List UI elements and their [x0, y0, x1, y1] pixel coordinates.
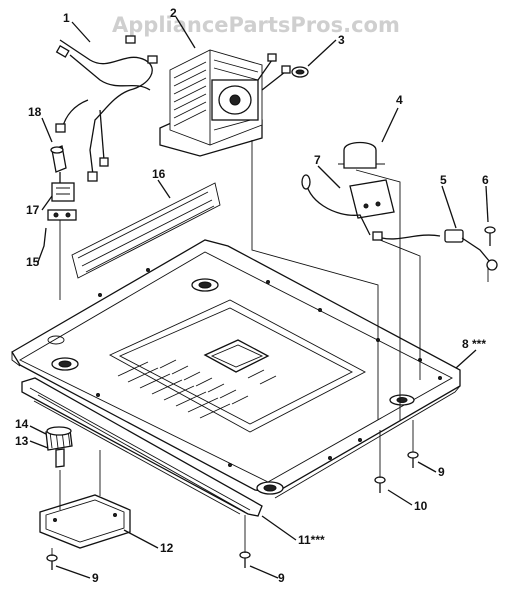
callout-9-right: 9	[438, 465, 445, 479]
callout-4: 4	[396, 93, 403, 107]
grommet	[291, 66, 309, 78]
callout-18: 18	[28, 105, 42, 119]
callout-labels: 1 2 3 4 5 6 7 8 *** 9 9 9 10 11*** 12 13…	[15, 6, 489, 585]
callout-17: 17	[26, 203, 40, 217]
watermark-text: AppliancePartsPros.com	[112, 13, 400, 37]
callout-14: 14	[15, 417, 29, 431]
insulation-strip	[71, 182, 221, 279]
diode	[381, 229, 498, 271]
capacitor-bracket	[338, 141, 385, 169]
wire-harness	[55, 35, 158, 182]
square-cutout	[203, 339, 270, 373]
callout-10: 10	[414, 499, 428, 513]
cover-plate	[39, 494, 131, 549]
callout-13: 13	[15, 434, 29, 448]
callout-15: 15	[26, 255, 40, 269]
callout-9-bottom: 9	[278, 571, 285, 585]
screw-6	[484, 226, 496, 246]
base-pan	[11, 239, 461, 499]
thermal-cutout-assembly	[47, 145, 77, 221]
callout-7: 7	[314, 153, 321, 167]
leveling-foot	[45, 426, 73, 468]
callout-9-left: 9	[92, 571, 99, 585]
callout-5: 5	[440, 173, 447, 187]
capacitor	[301, 174, 395, 241]
callout-6: 6	[482, 173, 489, 187]
screws	[46, 451, 419, 570]
front-rail	[21, 377, 263, 517]
transformer	[159, 49, 291, 157]
callout-8: 8 ***	[462, 337, 486, 351]
assembly-lines	[51, 140, 489, 556]
callout-12: 12	[160, 541, 174, 555]
callout-3: 3	[338, 33, 345, 47]
callout-16: 16	[152, 167, 166, 181]
callout-11: 11***	[298, 533, 325, 547]
callout-1: 1	[63, 11, 70, 25]
callout-leaders	[29, 16, 489, 579]
callout-2: 2	[170, 6, 177, 20]
